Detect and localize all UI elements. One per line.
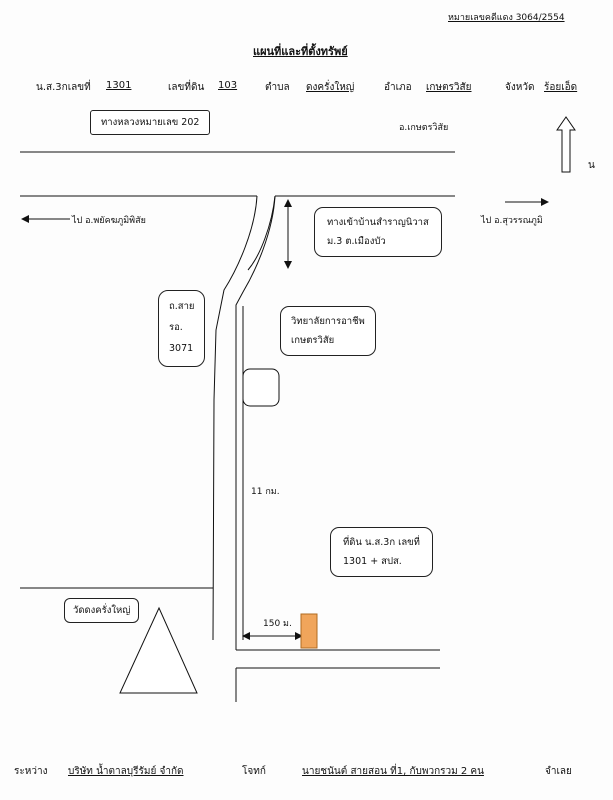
village-road [247,195,276,271]
distance-km-label: 11 กม. [251,487,280,497]
town-label: อ.เกษตรวิสัย [399,123,449,133]
temple-triangle [119,606,198,694]
plaintiff-value: บริษัท น้ำตาลบุรีรัมย์ จำกัด [68,766,184,777]
north-arrow-icon [556,116,576,173]
between-label: ระหว่าง [14,766,48,777]
road-3071-right [235,195,276,650]
village-line-1: ทางเข้าบ้านสำราญนิวาส [327,217,429,228]
college-callout: วิทยาลัยการอาชีพ เกษตรวิสัย [280,306,376,356]
road-line-2: รอ. [169,321,183,333]
district-value: เกษตรวิสัย [426,82,472,93]
village-line-2: ม.3 ต.เมืองบัว [327,236,386,247]
road-callout: ถ.สาย รอ. 3071 [158,290,206,367]
road-line-3: 3071 [169,342,194,354]
highway-label: ทางหลวงหมายเลข 202 [101,117,200,128]
land-line-2: 1301 + สปส. [343,556,402,567]
case-number: หมายเลขคดีแดง 3064/2554 [448,13,565,23]
temple-label: วัดดงครั่งใหญ่ [73,605,131,616]
land-label: เลขที่ดิน [168,82,205,93]
defendant-label: จำเลย [545,766,572,777]
subdistrict-label: ตำบล [265,82,290,93]
east-direction-label: ไป อ.สุวรรณภูมิ [481,216,543,226]
village-callout: ทางเข้าบ้านสำราญนิวาส ม.3 ต.เมืองบัว [314,207,442,257]
province-value: ร้อยเอ็ด [544,82,578,93]
defendant-value: นายชนันต์ สายสอน ที่1, กับพวกรวม 2 คน [302,766,484,777]
province-label: จังหวัด [505,82,535,93]
land-value: 103 [218,80,238,91]
road-3071-left [212,195,258,641]
deed-value: 1301 [106,80,132,91]
distance-m-label: 150 ม. [263,619,292,629]
deed-label: น.ส.3กเลขที่ [36,82,91,93]
north-label: น [588,160,595,171]
page-title: แผนที่และที่ตั้งทรัพย์ [253,45,348,58]
college-line-2: เกษตรวิสัย [291,335,335,346]
road-line-1: ถ.สาย [169,301,195,312]
land-parcel [300,613,318,649]
land-line-1: ที่ดิน น.ส.3ก เลขที่ [343,537,420,548]
highway-callout: ทางหลวงหมายเลข 202 [90,110,211,136]
college-building [242,368,280,407]
college-line-1: วิทยาลัยการอาชีพ [291,316,365,327]
plaintiff-label: โจทก์ [242,766,266,777]
district-label: อำเภอ [384,82,412,93]
temple-callout: วัดดงครั่งใหญ่ [64,598,140,624]
land-callout: ที่ดิน น.ส.3ก เลขที่ 1301 + สปส. [330,527,433,577]
subdistrict-value: ดงครั่งใหญ่ [306,82,355,93]
west-direction-label: ไป อ.พยัคฆภูมิพิสัย [72,216,146,226]
